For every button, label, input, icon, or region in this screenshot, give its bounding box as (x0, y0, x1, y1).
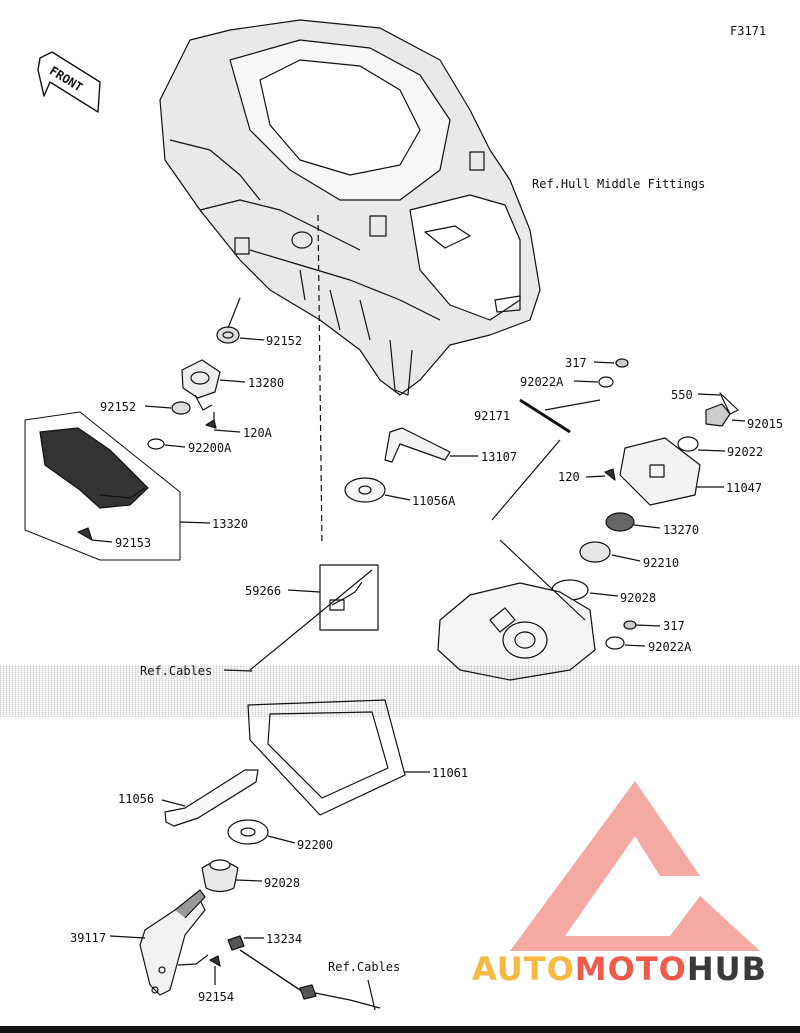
figure-id: F3171 (730, 24, 767, 38)
part-92200: 92200 (297, 838, 334, 852)
hardware-stack-right (519, 358, 746, 650)
part-92210: 92210 (643, 556, 680, 570)
part-92200A: 92200A (188, 441, 232, 455)
steering-arm-39117 (109, 889, 209, 996)
part-11061: 11061 (432, 766, 469, 780)
bolt-92154 (209, 955, 221, 985)
brand-auto: AUTO (472, 950, 575, 988)
washer-92200A (147, 438, 186, 450)
washer-92200 (227, 819, 296, 845)
brand-hub: HUB (686, 950, 768, 988)
part-92022A-lower: 92022A (648, 640, 692, 654)
front-arrow-tag (37, 51, 101, 113)
part-92028-lower: 92028 (264, 876, 301, 890)
part-92022A-upper: 92022A (520, 375, 564, 389)
part-317-lower: 317 (663, 619, 685, 633)
part-13320: 13320 (212, 517, 249, 531)
part-59266: 59266 (245, 584, 282, 598)
grommet-92152-lower (144, 401, 191, 415)
ref-cables-leader (223, 669, 253, 672)
part-13270: 13270 (663, 523, 700, 537)
scan-noise-band (0, 665, 800, 717)
part-92152-upper: 92152 (266, 334, 303, 348)
grommet-92152-upper (216, 297, 265, 344)
ref-cables-mid: Ref.Cables (140, 664, 213, 678)
part-13107: 13107 (481, 450, 518, 464)
bolt-120A (205, 412, 241, 433)
bottom-border (0, 1026, 800, 1033)
valve-13280 (181, 359, 246, 411)
part-92153: 92153 (115, 536, 152, 550)
part-550: 550 (671, 388, 693, 402)
watermark-logo-icon (510, 781, 760, 951)
ref-hull-label: Ref.Hull Middle Fittings (532, 177, 706, 191)
part-13234: 13234 (266, 932, 303, 946)
plate-11056A (344, 477, 411, 503)
part-120: 120 (558, 470, 580, 484)
part-39117: 39117 (70, 931, 107, 945)
bushing-92028 (201, 859, 263, 893)
part-92015: 92015 (747, 417, 784, 431)
ref-cables-bottom: Ref.Cables (328, 960, 401, 974)
part-317-upper: 317 (565, 356, 587, 370)
cover-panel-13320 (24, 411, 211, 561)
part-92171: 92171 (474, 409, 511, 423)
part-13280: 13280 (248, 376, 285, 390)
lever-11056 (161, 769, 259, 827)
bracket-13107 (384, 427, 478, 463)
brand-moto: MOTO (574, 950, 687, 988)
connector-13234 (227, 935, 381, 1011)
steering-housing (437, 439, 596, 681)
hull-console-body (159, 19, 541, 396)
part-120A: 120A (243, 426, 272, 440)
fitting-59266 (249, 564, 379, 671)
watermark-brand-text: AUTOMOTOHUB (472, 950, 767, 988)
part-92028-upper: 92028 (620, 591, 657, 605)
part-11056A: 11056A (412, 494, 456, 508)
part-92022: 92022 (727, 445, 764, 459)
part-92154: 92154 (198, 990, 235, 1004)
gasket-11061 (247, 699, 430, 816)
axis-line (317, 214, 323, 546)
part-92152-lower: 92152 (100, 400, 137, 414)
part-11056: 11056 (118, 792, 155, 806)
part-11047: 11047 (726, 481, 763, 495)
